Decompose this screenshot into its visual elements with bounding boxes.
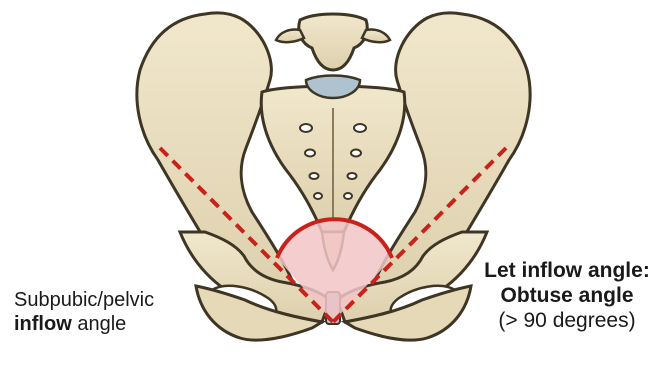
obtuse-label-line3: (> 90 degrees) (472, 308, 662, 333)
lumbar-vertebra (299, 14, 368, 70)
vertebral-transverse-process-right (362, 29, 390, 42)
obtuse-label-line1: Let inflow angle: (472, 258, 662, 283)
subpubic-label-bold: inflow (14, 313, 72, 335)
subpubic-label-rest: angle (72, 313, 127, 335)
obtuse-angle-label: Let inflow angle: Obtuse angle (> 90 deg… (472, 258, 662, 334)
vertebral-transverse-process-left (276, 29, 304, 42)
subpubic-label-line2: inflow angle (14, 312, 224, 336)
obtuse-label-line2: Obtuse angle (472, 283, 662, 308)
subpubic-angle-label: Subpubic/pelvic inflow angle (14, 288, 224, 336)
subpubic-label-line1: Subpubic/pelvic (14, 288, 224, 312)
